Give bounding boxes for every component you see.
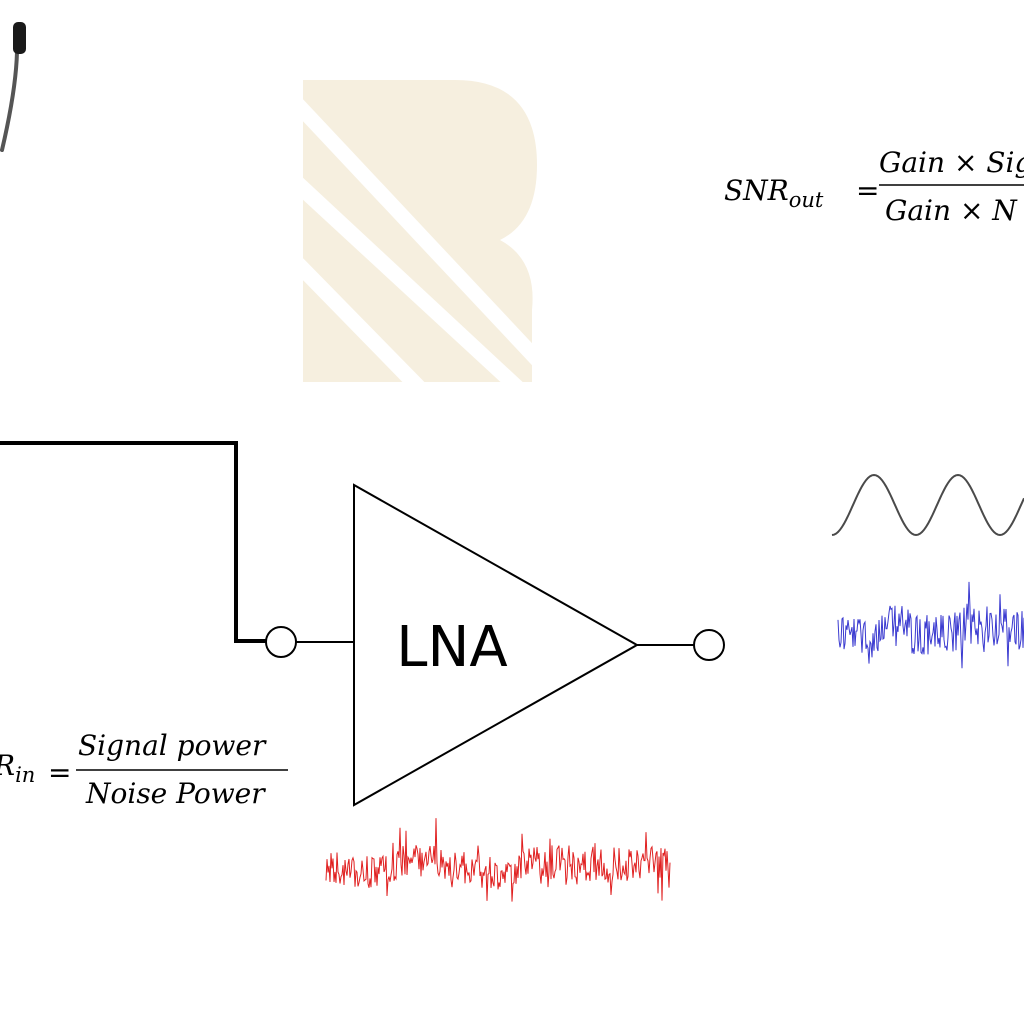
input-wire	[0, 441, 266, 643]
lna-label: LNA	[396, 615, 507, 680]
snr-out-equation: SNRout = Gain × Sig Gain × N	[724, 146, 1024, 227]
watermark-stripe	[303, 255, 442, 382]
output-noise-trace	[837, 581, 1024, 669]
snr-out-equals: =	[856, 174, 879, 207]
snr-out-subscript: out	[789, 188, 824, 212]
input-terminal	[265, 626, 297, 658]
watermark-stripe	[303, 96, 537, 382]
antenna-icon	[0, 22, 26, 152]
output-terminal	[693, 629, 725, 661]
snr-out-lhs: SNRout	[724, 174, 824, 212]
snr-in-lhs: Rin	[0, 749, 35, 787]
antenna-tip	[13, 22, 26, 54]
snr-in-numerator: Signal power	[78, 729, 267, 762]
input-noise-trace	[325, 818, 671, 902]
watermark-logo	[303, 80, 537, 382]
antenna-cable	[0, 50, 19, 152]
output-signal-wave	[831, 473, 1024, 537]
snr-in-equation: Rin = Signal power Noise Power	[0, 729, 288, 810]
snr-out-denominator: Gain × N	[885, 194, 1018, 227]
snr-out-numerator: Gain × Sig	[879, 146, 1024, 179]
snr-in-equals: =	[48, 756, 71, 789]
lna-triangle	[353, 483, 640, 807]
snr-in-subscript: in	[15, 763, 35, 787]
watermark-stripe	[303, 175, 537, 382]
snr-in-denominator: Noise Power	[85, 777, 266, 810]
